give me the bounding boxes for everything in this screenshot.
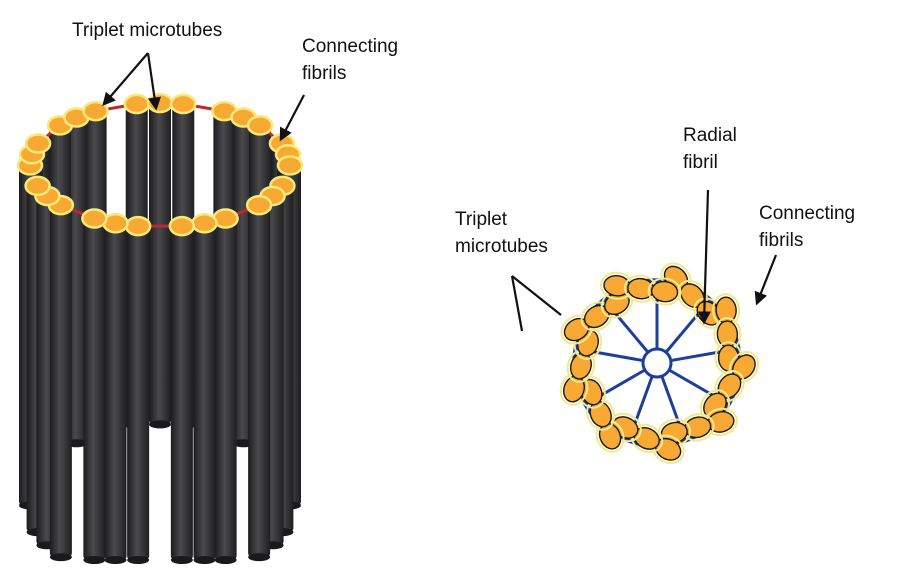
triplet-microtube — [600, 271, 682, 306]
microtube-cap — [170, 93, 197, 115]
centriole-3d-cylinder — [16, 92, 304, 564]
microtube-bottom — [83, 556, 106, 564]
radial-leader — [697, 189, 711, 325]
label-connecting-fibrils-left-1: Connecting — [302, 36, 398, 57]
cartwheel-hub — [641, 347, 673, 379]
microtube-cap — [168, 215, 196, 237]
microtube-cap — [146, 92, 174, 114]
microtube-bottom — [49, 553, 72, 562]
microtube-bottom — [127, 556, 150, 564]
microtube-caps — [16, 92, 304, 237]
triplet-leader-left-b — [146, 52, 162, 111]
microtube-bottom — [248, 553, 271, 562]
microtube-cap — [81, 208, 108, 229]
label-connecting-fibrils-right-1: Connecting — [759, 203, 855, 224]
centriole-cross-section — [559, 262, 760, 464]
label-triplet-microtubes-left: Triplet microtubes — [72, 20, 222, 41]
microtube-body — [49, 205, 72, 558]
microtube-bottom — [149, 420, 171, 429]
connecting-leader-left — [279, 94, 305, 142]
label-triplet-microtubes-right-1: Triplet — [455, 209, 508, 230]
triplet-leader-right-a — [511, 275, 562, 316]
microtubule-halo — [647, 277, 682, 306]
microtube-body — [214, 218, 237, 560]
microtube-cap — [276, 155, 304, 176]
connecting-leader-right — [754, 254, 778, 306]
triplet-microtube — [559, 326, 603, 406]
microtube-cap — [245, 194, 273, 216]
microtube-body — [149, 103, 171, 425]
microtube-body — [170, 226, 193, 560]
microtube-body — [83, 218, 106, 560]
microtube-cap — [123, 93, 150, 115]
label-connecting-fibrils-left-2: fibrils — [302, 63, 346, 84]
label-triplet-microtubes-right-2: microtubes — [455, 236, 548, 257]
microtube-cap — [191, 213, 218, 234]
label-radial-fibril-2: fibril — [683, 152, 718, 173]
microtube-cap — [124, 215, 152, 237]
microtube-bottom — [214, 556, 237, 564]
microtube-cap — [24, 175, 51, 197]
microtube-body — [104, 223, 127, 561]
microtube-cap — [24, 133, 52, 154]
triplet-microtubes-cross-section — [559, 262, 760, 464]
microtube-cap — [82, 100, 109, 122]
microtube-body — [248, 205, 271, 558]
triplet-microtube — [699, 351, 760, 422]
triplet-leader-right-b — [510, 275, 524, 332]
microtube-bottom — [193, 556, 216, 564]
microtube-cap — [246, 115, 274, 136]
annotation-lines — [102, 52, 778, 332]
triplet-microtube-bundle — [19, 103, 301, 564]
microtube-body — [193, 223, 216, 561]
triplet-leader-left-a — [102, 52, 149, 106]
label-connecting-fibrils-right-2: fibrils — [759, 230, 803, 251]
microtube-bottom — [104, 556, 127, 564]
microtube-bottom — [170, 556, 193, 564]
label-radial-fibril-1: Radial — [683, 125, 737, 146]
triplet-microtube — [657, 407, 738, 447]
microtubule — [650, 280, 679, 303]
microtube-body — [127, 226, 150, 560]
